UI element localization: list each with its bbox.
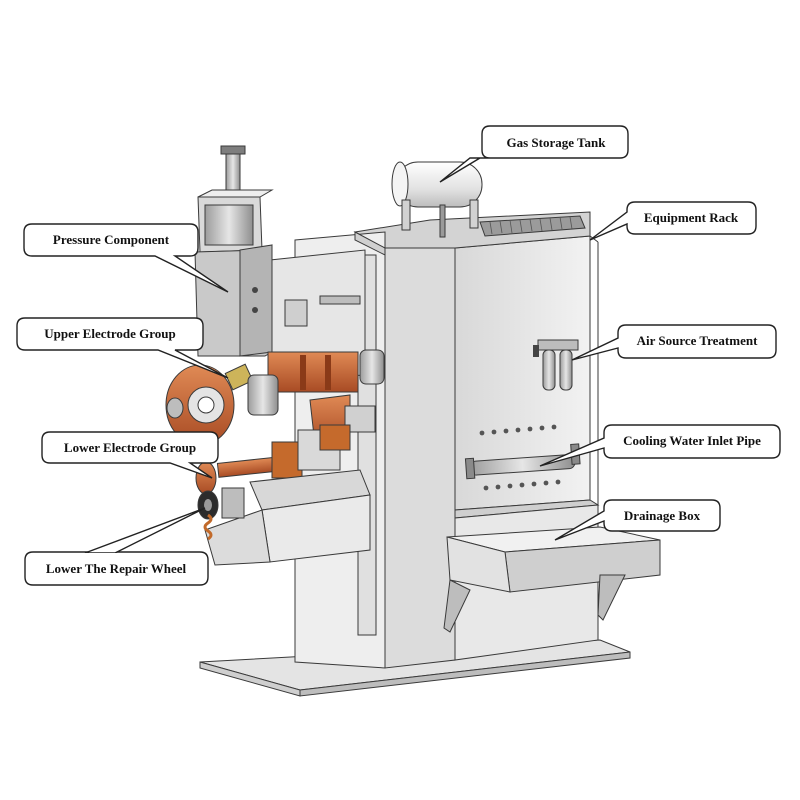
- label-upper-electrode-group: Upper Electrode Group: [44, 326, 175, 341]
- callout-lower-repair-wheel: Lower The Repair Wheel: [24, 507, 209, 586]
- drainage-box: [443, 526, 661, 633]
- machine-illustration: [165, 145, 661, 697]
- callout-pressure-component: Pressure Component: [23, 223, 229, 293]
- label-lower-repair-wheel: Lower The Repair Wheel: [46, 561, 187, 576]
- cooling-water-pipe: [464, 443, 581, 480]
- rack-vent-holes: [479, 424, 561, 491]
- gas-storage-tank: [391, 161, 483, 238]
- air-source-unit: [533, 339, 579, 391]
- callout-cooling-water-inlet-pipe: Cooling Water Inlet Pipe: [539, 424, 781, 467]
- pressure-component: [194, 145, 274, 357]
- lower-repair-wheel: [197, 487, 245, 541]
- callout-drainage-box: Drainage Box: [554, 499, 721, 541]
- label-lower-electrode-group: Lower Electrode Group: [64, 440, 196, 455]
- label-equipment-rack: Equipment Rack: [644, 210, 739, 225]
- callout-lower-electrode-group: Lower Electrode Group: [41, 431, 219, 479]
- callout-upper-electrode-group: Upper Electrode Group: [16, 317, 229, 379]
- callout-air-source-treatment: Air Source Treatment: [571, 324, 777, 361]
- label-drainage-box: Drainage Box: [624, 508, 701, 523]
- callout-gas-storage-tank: Gas Storage Tank: [439, 125, 629, 183]
- label-pressure-component: Pressure Component: [53, 232, 170, 247]
- lower-electrode-group: [195, 424, 351, 495]
- label-cooling-water-inlet-pipe: Cooling Water Inlet Pipe: [623, 433, 761, 448]
- label-air-source-treatment: Air Source Treatment: [637, 333, 759, 348]
- label-gas-storage-tank: Gas Storage Tank: [507, 135, 607, 150]
- upper-electrode-group: [165, 349, 385, 446]
- top-vent-grille: [479, 215, 586, 237]
- callout-equipment-rack: Equipment Rack: [589, 201, 757, 241]
